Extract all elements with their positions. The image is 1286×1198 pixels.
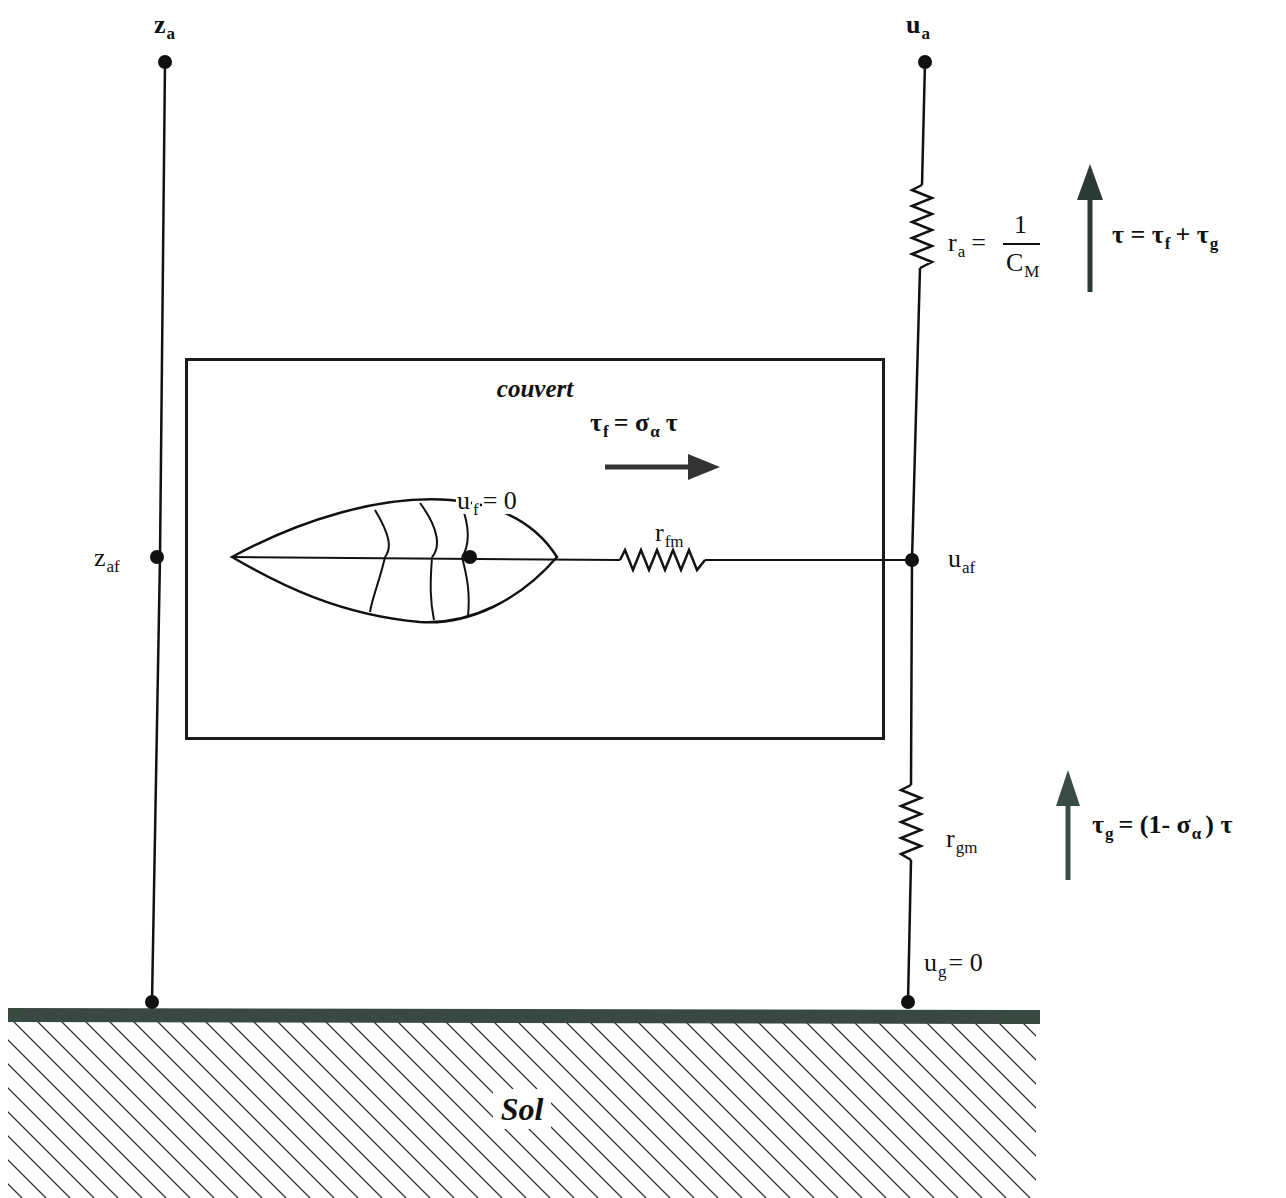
flux-label: = (1- σ — [1118, 812, 1190, 838]
height-axis — [152, 62, 165, 1002]
wind-label: u — [948, 546, 961, 572]
flux-label: τ — [666, 410, 678, 436]
flux-arrow — [605, 465, 692, 470]
resistance-label: r — [655, 520, 664, 546]
fraction-bar — [1003, 243, 1040, 245]
arrow-head — [1056, 770, 1080, 806]
resistor-symbol — [912, 185, 932, 268]
wind-label: u — [456, 488, 471, 514]
wire — [705, 559, 912, 561]
soil-hatching — [8, 1020, 1036, 1198]
canopy-box: couvert — [185, 358, 885, 740]
node-title: Sol — [8, 1092, 1036, 1127]
flux-label: ) τ — [1205, 812, 1232, 838]
subscript: a — [167, 25, 176, 42]
node-dot — [918, 55, 932, 69]
flux-arrow — [1088, 195, 1093, 292]
wire — [911, 268, 920, 785]
node-dot — [901, 995, 915, 1009]
flux-label: τ — [590, 410, 602, 436]
wire — [922, 62, 925, 185]
subscript: α — [1192, 825, 1202, 842]
resistance-label: 1 — [1014, 212, 1027, 238]
subscript: af — [962, 559, 975, 576]
resistance-label: C — [1006, 250, 1023, 276]
subscript: g — [1210, 235, 1219, 252]
subscript: f — [1165, 235, 1171, 252]
node-dot — [150, 550, 164, 564]
resistance-label: r — [946, 826, 955, 852]
flux-arrow — [1066, 802, 1071, 880]
subscript: gm — [956, 839, 978, 856]
arrow-head — [688, 454, 720, 480]
wire — [908, 860, 911, 1002]
subscript: f — [472, 501, 480, 518]
height-label: z — [94, 545, 106, 571]
node-dot — [158, 55, 172, 69]
flux-label: τ = τ — [1112, 222, 1164, 248]
resistor-symbol — [901, 785, 921, 860]
subscript: f — [603, 423, 609, 440]
subscript: a — [921, 25, 930, 42]
resistance-label: r — [948, 230, 957, 256]
leaf-outline — [232, 499, 557, 622]
leaf-veins — [370, 502, 469, 620]
height-label: z — [154, 12, 166, 38]
wind-label: = 0 — [482, 488, 518, 514]
wind-label: u — [906, 12, 920, 38]
node-title: couvert — [188, 375, 882, 403]
flux-label: τ — [1092, 812, 1104, 838]
soil-band: Sol — [8, 1022, 1036, 1198]
resistor-symbol — [620, 550, 705, 570]
node-dot — [145, 995, 159, 1009]
flux-label: + τ — [1175, 222, 1208, 248]
wire — [232, 557, 620, 560]
ground-bar — [8, 1008, 1040, 1024]
wind-label: u — [924, 950, 937, 976]
wind-label: = 0 — [949, 950, 983, 976]
subscript: M — [1024, 263, 1039, 280]
arrow-head — [1077, 164, 1103, 200]
resistance-label: = — [971, 230, 986, 256]
flux-label: = σ — [614, 410, 649, 436]
leaf-point — [463, 550, 477, 564]
subscript: fm — [665, 533, 684, 550]
subscript: g — [1105, 825, 1114, 842]
subscript: af — [107, 558, 120, 575]
subscript: α — [650, 423, 660, 440]
subscript: a — [958, 243, 966, 260]
subscript: g — [938, 963, 947, 980]
